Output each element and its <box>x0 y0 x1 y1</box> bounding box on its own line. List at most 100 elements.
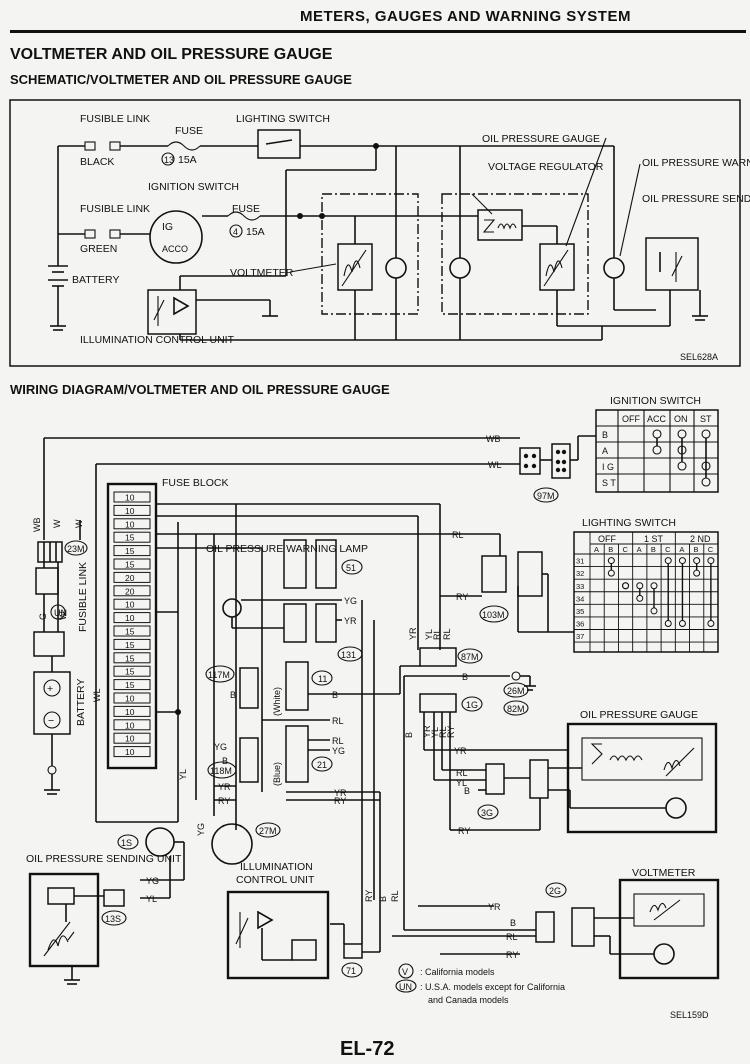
svg-text:YL: YL <box>430 727 440 738</box>
svg-text:B: B <box>602 430 608 440</box>
svg-text:I G: I G <box>602 462 614 472</box>
ls-col-label: A <box>594 545 599 554</box>
svg-text:RL: RL <box>456 768 468 778</box>
svg-text:2G: 2G <box>549 886 561 896</box>
connector-2g-b <box>571 907 595 947</box>
ign-switch-title: IGNITION SWITCH <box>610 395 701 407</box>
fuse-value: 10 <box>125 747 135 757</box>
svg-text:1S: 1S <box>121 838 132 848</box>
lighting-switch-title: LIGHTING SWITCH <box>582 517 676 529</box>
black-label: BLACK <box>80 156 114 168</box>
fuse-slot <box>113 558 151 570</box>
svg-text:B: B <box>510 918 516 928</box>
svg-text:26M: 26M <box>507 686 525 696</box>
sending-unit-box <box>28 872 100 968</box>
ls-col-label: A <box>637 545 642 554</box>
sending-unit-symbol <box>645 237 699 291</box>
connector-87m <box>419 647 457 667</box>
ls-row-label: 36 <box>576 620 584 629</box>
warning-lamp-bulb <box>222 598 242 618</box>
svg-text:YR: YR <box>422 725 432 738</box>
main-title: VOLTMETER AND OIL PRESSURE GAUGE <box>10 46 333 63</box>
svg-text:W: W <box>58 611 68 620</box>
icu-title-2: CONTROL UNIT <box>236 874 315 886</box>
connector-51 <box>315 539 337 589</box>
connector-27m <box>211 823 253 865</box>
fuse-slot <box>113 504 151 516</box>
connector-97m-b <box>551 443 571 479</box>
ls-row-label: 34 <box>576 594 584 603</box>
svg-text:RY: RY <box>334 796 346 806</box>
icu-title-1: ILLUMINATION <box>240 861 313 873</box>
svg-text:97M: 97M <box>537 491 555 501</box>
fuse-slot <box>113 692 151 704</box>
fusible-link-2-label: FUSIBLE LINK <box>80 203 150 215</box>
svg-text:YL: YL <box>178 769 188 780</box>
connector-117m: 117M <box>208 670 230 680</box>
svg-text:51: 51 <box>346 563 356 573</box>
lighting-switch-label: LIGHTING SWITCH <box>236 113 330 125</box>
ls-contact <box>650 607 658 615</box>
svg-text:B: B <box>222 756 228 766</box>
fuse-slot <box>113 518 151 530</box>
battery-label: BATTERY <box>75 679 87 726</box>
fusible-link-connector <box>33 631 65 657</box>
svg-text:YL: YL <box>146 894 157 904</box>
ls-contact <box>664 620 672 628</box>
svg-text:OFF: OFF <box>622 414 640 424</box>
illumination-control-unit <box>226 890 330 980</box>
fuse-2-label: FUSE <box>232 203 260 215</box>
ls-contact <box>650 582 658 590</box>
fuse-slot <box>113 625 151 637</box>
white-label: (White) <box>272 687 282 716</box>
lighting-switch-box <box>257 129 301 159</box>
ls-row-label: 33 <box>576 582 584 591</box>
connector-97m-label-badge <box>533 487 559 503</box>
fuse-value: 15 <box>125 560 135 570</box>
connector-21: 21 <box>317 760 327 770</box>
voltage-regulator-label: VOLTAGE REGULATOR <box>488 161 604 173</box>
ls-col-label: C <box>665 545 671 554</box>
fuse-block-label: FUSE BLOCK <box>162 477 229 489</box>
fuse-value: 10 <box>125 506 135 516</box>
svg-text:YR: YR <box>344 616 357 626</box>
svg-text:RY: RY <box>218 796 230 806</box>
fuse-slot <box>113 598 151 610</box>
svg-text:YG: YG <box>146 876 159 886</box>
svg-text:YL: YL <box>456 778 467 788</box>
connector-warning-lamp-b <box>283 603 307 643</box>
fuse-1-rating: 15A <box>178 154 197 166</box>
wiring-title: WIRING DIAGRAM/VOLTMETER AND OIL PRESSUR… <box>10 382 390 397</box>
wiring-diagram: IGNITION SWITCH OFF ACC ON ST B A I G S … <box>26 395 720 1020</box>
ls-contact <box>607 557 615 565</box>
fuse-slot <box>113 652 151 664</box>
ls-contact <box>707 620 715 628</box>
legend-text-v: : California models <box>420 967 495 977</box>
ls-contact <box>678 620 686 628</box>
oil-pressure-gauge-label: OIL PRESSURE GAUGE <box>482 133 600 145</box>
svg-text:YR: YR <box>408 627 418 640</box>
ls-col-label: A <box>679 545 684 554</box>
fuse-slot <box>113 679 151 691</box>
connector-1s <box>145 827 175 857</box>
svg-text:RL: RL <box>438 726 448 738</box>
ls-col-label: C <box>708 545 714 554</box>
fl-wb: WB <box>32 518 42 533</box>
fuse-1-symbol <box>167 141 201 151</box>
fuse-slot <box>113 665 151 677</box>
fuse-2-num: 4 <box>233 227 238 237</box>
schematic-frame <box>9 99 741 367</box>
connector-103m-b <box>517 551 543 597</box>
fuse-value: 15 <box>125 653 135 663</box>
connector-103m-a <box>481 555 507 593</box>
svg-text:RY: RY <box>364 890 374 902</box>
svg-text:RL: RL <box>442 628 452 640</box>
fusible-link-1-label: FUSIBLE LINK <box>80 113 150 125</box>
fuse-value: 10 <box>125 720 135 730</box>
voltmeter-lamp <box>653 943 675 965</box>
svg-text:A: A <box>602 446 608 456</box>
ls-col-label: B <box>694 545 699 554</box>
